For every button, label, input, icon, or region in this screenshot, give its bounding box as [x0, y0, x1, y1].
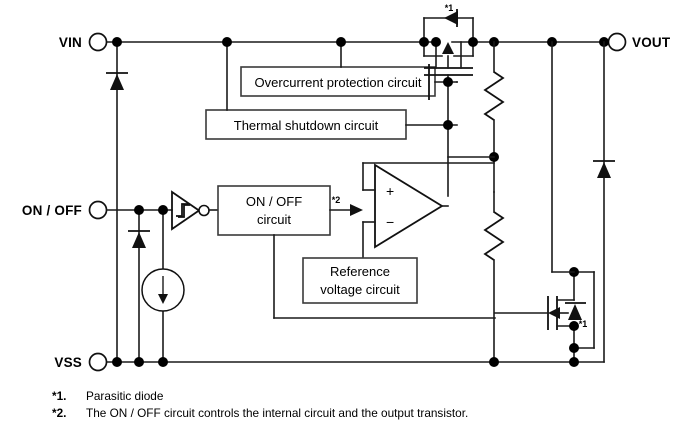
opamp-plus-label: +: [386, 183, 394, 199]
block-thermal-shutdown[interactable]: [205, 109, 407, 140]
terminal-vout[interactable]: [607, 32, 627, 52]
marker-parasitic-bottom: *1: [579, 319, 588, 329]
footnote-row-2: *2. The ON / OFF circuit controls the in…: [52, 405, 662, 422]
pin-label-vin: VIN: [59, 35, 82, 50]
node-dot-vin-overcurrent: [336, 37, 346, 47]
diode-vout-esd: [593, 160, 615, 178]
block-onoff-circuit-label-2: circuit: [257, 212, 291, 227]
marker-parasitic-top: *1: [445, 3, 454, 13]
terminal-vss[interactable]: [88, 352, 108, 372]
node-dot-onoff-1: [134, 205, 144, 215]
resistor-upper-feedback: [483, 71, 505, 121]
node-dot-nmos-source: [569, 321, 579, 331]
error-amplifier: + −: [362, 162, 495, 259]
pmos-pass-transistor: [423, 41, 474, 197]
terminal-onoff[interactable]: [88, 200, 108, 220]
pin-label-vss: VSS: [54, 355, 82, 370]
schmitt-inverter: [171, 190, 219, 231]
hysteresis-glyph: [176, 203, 190, 218]
current-source-onoff: [141, 268, 185, 312]
pin-label-onoff: ON / OFF: [22, 203, 82, 218]
opamp-minus-label: −: [386, 214, 394, 230]
block-onoff-circuit[interactable]: [217, 185, 331, 236]
node-dot-gate-thermal: [443, 120, 453, 130]
node-dot-nmos-body: [569, 343, 579, 353]
node-dot-vin-left: [112, 37, 122, 47]
footnote-row-1: *1. Parasitic diode: [52, 388, 662, 405]
node-dot-vss-2: [134, 357, 144, 367]
node-dot-gate-overcurrent: [443, 77, 453, 87]
block-onoff-circuit-label-1: ON / OFF: [246, 194, 302, 209]
node-dot-pmos-bulk-left: [419, 37, 429, 47]
resistor-lower-feedback: [483, 211, 505, 261]
node-dot-nmos-vss: [569, 357, 579, 367]
nmos-discharge-transistor: [494, 271, 575, 363]
terminal-vin[interactable]: [88, 32, 108, 52]
node-dot-divider-vss: [489, 357, 499, 367]
node-dot-vss-3: [158, 357, 168, 367]
onoff-control-arrow: [329, 204, 363, 216]
block-thermal-shutdown-label: Thermal shutdown circuit: [234, 118, 379, 133]
pin-label-vout: VOUT: [632, 35, 671, 50]
diode-parasitic-bottom: [565, 271, 595, 349]
node-dot-pmos-bulk-right: [468, 37, 478, 47]
footnote-text-2: The ON / OFF circuit controls the intern…: [86, 406, 469, 420]
block-overcurrent-protection[interactable]: [240, 66, 436, 97]
diode-vin-esd: [106, 72, 128, 90]
marker-onoff-control: *2: [332, 195, 341, 205]
footnote-mark-2: *2.: [52, 406, 67, 420]
block-overcurrent-protection-label: Overcurrent protection circuit: [255, 75, 422, 90]
block-reference-voltage-label-2: voltage circuit: [320, 282, 400, 297]
footnote-text-1: Parasitic diode: [86, 389, 164, 403]
block-reference-voltage-label-1: Reference: [330, 264, 390, 279]
footnote-mark-1: *1.: [52, 389, 67, 403]
diode-onoff-esd: [128, 230, 150, 248]
node-dot-pmos-source: [431, 37, 441, 47]
diode-parasitic-top: [423, 9, 474, 43]
footnotes: *1. Parasitic diode *2. The ON / OFF cir…: [52, 388, 662, 422]
node-dot-vin-thermal: [222, 37, 232, 47]
node-dot-vss-1: [112, 357, 122, 367]
node-dot-onoff-2: [158, 205, 168, 215]
block-reference-voltage[interactable]: [302, 257, 418, 304]
